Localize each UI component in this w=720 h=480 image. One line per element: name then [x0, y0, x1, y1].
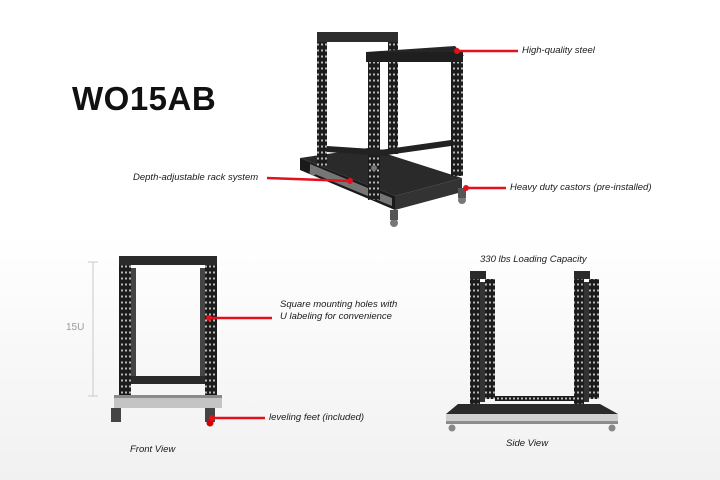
callout-steel: High-quality steel	[522, 45, 595, 56]
side-view-rack-image	[446, 271, 618, 432]
callout-castors: Heavy duty castors (pre-installed)	[510, 182, 652, 193]
product-title: WO15AB	[72, 80, 217, 117]
callout-depth-adjustable: Depth-adjustable rack system	[133, 172, 259, 183]
callout-leveling-feet: leveling feet (included)	[269, 412, 365, 423]
callout-holes-line-2: U labeling for convenience	[280, 311, 392, 322]
callout-holes-line-1: Square mounting holes with	[280, 299, 398, 310]
callout-lines	[206, 48, 518, 421]
caption-front-view: Front View	[130, 444, 176, 455]
front-view-rack-image	[111, 256, 222, 427]
callout-loading-capacity: 330 lbs Loading Capacity	[480, 254, 587, 265]
main-rack-image	[300, 32, 466, 227]
height-dimension-line	[88, 261, 98, 397]
height-dimension-label: 15U	[66, 322, 85, 333]
caption-side-view: Side View	[506, 438, 549, 449]
